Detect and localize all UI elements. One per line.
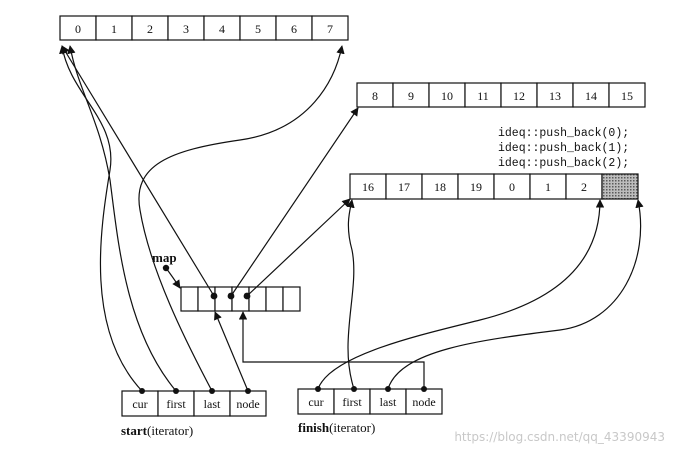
buffer-cell-label: 16 [362, 180, 374, 194]
start-caption-bold: start [121, 423, 148, 438]
buffer-cell-label: 2 [581, 180, 587, 194]
buffer-cell [529, 173, 567, 200]
iterator-field-label: last [204, 397, 221, 411]
buffer-cell-label: 17 [398, 180, 410, 194]
buffer-cell-label: 0 [75, 22, 81, 36]
map-to-buffer-c-arrow [246, 198, 351, 297]
code-line: ideq::push_back(2); [498, 157, 629, 170]
buffer-16-to-end: 16 17 18 19 0 1 2 [349, 173, 639, 200]
buffer-8-to-15: 8 9 10 11 12 13 14 15 [356, 82, 646, 108]
watermark: https://blog.csdn.net/qq_43390943 [454, 430, 665, 444]
start-first-arrow [67, 45, 177, 392]
map-slot [248, 286, 267, 312]
iterator-field-label: cur [132, 397, 147, 411]
map-pointer-arrow [165, 267, 181, 289]
buffer-cell-label: 3 [183, 22, 189, 36]
buffer-cell-label: 8 [372, 89, 378, 103]
map-label: map [152, 250, 177, 265]
buffer-cell-label: 12 [513, 89, 525, 103]
map-to-buffer-b-arrow [230, 107, 359, 297]
buffer-cell [608, 82, 646, 108]
finish-first-arrow [346, 199, 355, 390]
start-iterator-caption: start(iterator) [121, 423, 193, 438]
buffer-cell [349, 173, 387, 200]
buffer-cell [356, 82, 394, 108]
buffer-cell-label: 5 [255, 22, 261, 36]
finish-cur-arrow [317, 199, 605, 390]
iterator-field-cur [297, 388, 335, 415]
map-to-buffer-a-arrow [61, 45, 215, 297]
buffer-cell [421, 173, 459, 200]
buffer-cell [203, 15, 241, 41]
buffer-cell-label: 9 [408, 89, 414, 103]
buffer-cell-label: 2 [147, 22, 153, 36]
buffer-cell-label: 14 [585, 89, 597, 103]
iterator-field-label: last [380, 395, 397, 409]
buffer-cell [536, 82, 574, 108]
buffer-cell-label: 0 [509, 180, 515, 194]
start-iterator: cur first last node [121, 388, 267, 417]
buffer-cell [500, 82, 538, 108]
buffer-cell-label: 19 [470, 180, 482, 194]
iterator-field-node [229, 390, 267, 417]
push-back-code: ideq::push_back(0); ideq::push_back(1); … [498, 127, 629, 170]
code-line: ideq::push_back(0); [498, 127, 629, 140]
buffer-cell-label: 13 [549, 89, 561, 103]
buffer-0-to-7: 0 1 2 3 4 5 6 7 [59, 15, 349, 41]
buffer-cell-label: 10 [441, 89, 453, 103]
buffer-cell [275, 15, 313, 41]
finish-iterator: cur first last node [297, 386, 443, 415]
map-slot [265, 286, 284, 312]
finish-iterator-caption: finish(iterator) [298, 420, 375, 435]
start-node-arrow [214, 311, 249, 392]
buffer-cell-label: 15 [621, 89, 633, 103]
buffer-cell-label: 6 [291, 22, 297, 36]
buffer-cell [95, 15, 133, 41]
iterator-field-label: node [412, 395, 435, 409]
buffer-cell-label: 4 [219, 22, 225, 36]
buffer-cell [59, 15, 97, 41]
finish-last-arrow [387, 199, 644, 390]
iterator-field-label: first [166, 397, 186, 411]
start-caption-rest: (iterator) [147, 423, 193, 438]
iterator-field-node [405, 388, 443, 415]
finish-node-arrow [238, 311, 425, 389]
buffer-cell-label: 1 [545, 180, 551, 194]
finish-caption-bold: finish [298, 420, 330, 435]
buffer-cell [565, 173, 603, 200]
buffer-cell [311, 15, 349, 41]
iterator-field-label: node [236, 397, 259, 411]
code-line: ideq::push_back(1); [498, 142, 629, 155]
iterator-field-label: first [342, 395, 362, 409]
buffer-cell-label: 11 [477, 89, 489, 103]
start-cur-arrow [59, 45, 143, 392]
buffer-cell [239, 15, 277, 41]
buffer-cell-label: 1 [111, 22, 117, 36]
buffer-cell [392, 82, 430, 108]
start-last-arrow [138, 45, 345, 392]
buffer-cell-label: 18 [434, 180, 446, 194]
map-slot [282, 286, 301, 312]
map-array [180, 286, 301, 312]
buffer-cell [493, 173, 531, 200]
buffer-cell-shaded [601, 173, 639, 200]
buffer-cell-label: 7 [327, 22, 333, 36]
buffer-cell [464, 82, 502, 108]
map-slot [180, 286, 199, 312]
buffer-cell [457, 173, 495, 200]
iterator-field-label: cur [308, 395, 323, 409]
iterator-field-last [193, 390, 231, 417]
finish-caption-rest: (iterator) [329, 420, 375, 435]
buffer-cell [131, 15, 169, 41]
